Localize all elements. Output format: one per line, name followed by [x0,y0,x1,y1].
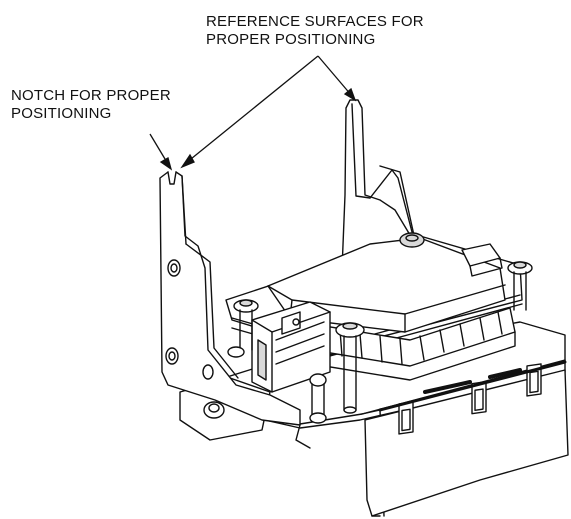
leader-ref-right [317,55,353,97]
callout-reference-surfaces: REFERENCE SURFACES FOR PROPER POSITIONIN… [206,13,424,49]
callout-text-line: PROPER POSITIONING [206,31,376,48]
left-bracket-plate [159,171,301,426]
callout-text-line: NOTCH FOR PROPER [11,87,171,104]
arrowhead [180,153,195,169]
bolt-lower-left [309,373,327,424]
bracket-hole [167,259,181,277]
callout-text-line: REFERENCE SURFACES FOR [206,13,424,30]
harness-connector [251,301,331,393]
callout-notch: NOTCH FOR PROPER POSITIONING [11,87,171,123]
bracket-edge-line [295,424,311,449]
mounting-bolts [227,261,533,424]
arrowhead [159,157,173,171]
bolt-lower-rear [227,346,245,358]
callout-text-line: POSITIONING [11,105,112,122]
bolt-front-center [335,322,365,414]
bolt-back-right [507,261,533,311]
bracket-hole [202,364,214,380]
leader-arrows [149,55,357,171]
leader-ref-left [185,55,319,164]
flange-slot [398,401,414,435]
bracket-hole [165,347,179,365]
front-flange [364,369,569,517]
arrowhead [343,87,357,102]
bolt-front-left [233,299,259,351]
